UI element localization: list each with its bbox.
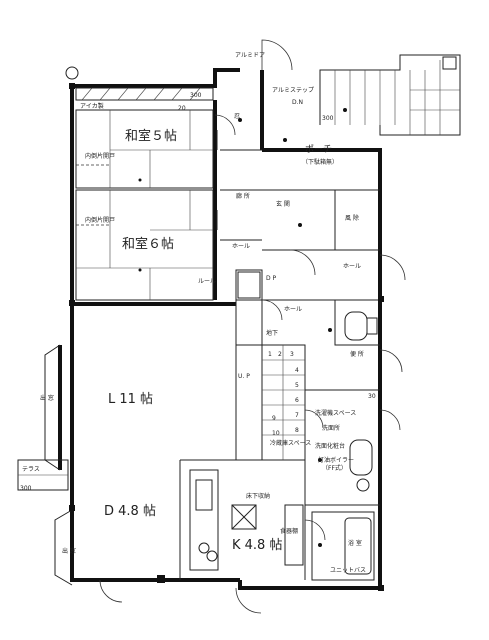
dim-300-top: 300 xyxy=(190,92,202,99)
label-terrace: テラス xyxy=(22,466,40,473)
stair-step: 4 xyxy=(295,367,299,374)
label-porch: ポーチ xyxy=(305,144,332,155)
label-underfloor: 床下収納 xyxy=(246,492,270,500)
bathroom xyxy=(311,439,375,581)
entry-stairs xyxy=(319,54,461,136)
label-porch-sub: （下駄箱無） xyxy=(302,158,338,166)
label-fridge: 冷蔵庫スペース xyxy=(270,439,311,447)
door-swings xyxy=(99,39,406,614)
stair-step: 7 xyxy=(295,412,299,419)
label-bath: 浴 室 xyxy=(348,539,362,547)
stair-step: 2 xyxy=(278,351,282,358)
label-boiler: 灯油ボイラー xyxy=(318,456,354,464)
label-hall-a: ホール xyxy=(232,243,250,250)
room-washitsu-6: 和室６帖 xyxy=(122,236,174,252)
label-closet-a: 内倒片開戸 xyxy=(85,152,115,160)
label-boiler-sub: （FF式） xyxy=(322,464,347,472)
label-closet-b: 内倒片開戸 xyxy=(85,216,115,224)
posts xyxy=(65,66,384,591)
label-toilet: 便 所 xyxy=(350,350,364,358)
label-window-a: 出 窓 xyxy=(40,394,54,402)
label-shinobi: 忍 xyxy=(234,113,240,120)
label-wash-room: 洗面所 xyxy=(322,424,340,432)
interior-stairs xyxy=(261,344,306,461)
label-ruler: ルール xyxy=(198,278,216,285)
outlet-marks xyxy=(138,108,347,547)
label-hall-b: ホール xyxy=(343,263,361,270)
label-washing-space: 洗濯機スペース xyxy=(315,409,356,417)
room-dining: D 4.8 帖 xyxy=(104,504,156,519)
label-pantry: 食器棚 xyxy=(280,527,298,535)
tatami-rooms xyxy=(75,87,214,301)
sliding-doors xyxy=(212,120,218,230)
stair-step: 8 xyxy=(295,427,299,434)
label-closet: 地下 xyxy=(266,329,278,337)
label-unit-bath: ユニットバス xyxy=(330,567,366,574)
dim-20: 20 xyxy=(178,105,186,112)
kitchen-fixtures xyxy=(189,469,304,571)
stair-step: 10 xyxy=(272,430,280,437)
room-kitchen: K 4.8 帖 xyxy=(232,538,282,553)
dim-aika: アイカ製 xyxy=(80,102,104,110)
dim-300-stair: 300 xyxy=(322,115,334,122)
stair-step: 3 xyxy=(290,351,294,358)
bay-windows xyxy=(17,344,73,586)
room-living: L 11 帖 xyxy=(108,392,153,407)
stair-step-numbers: 1 2 3 4 5 6 7 8 9 10 xyxy=(268,351,299,437)
dim-300-terrace: 300 xyxy=(20,485,32,492)
closet-box-inner xyxy=(237,271,261,299)
stair-step: 6 xyxy=(295,397,299,404)
label-hall-c: ホール xyxy=(284,306,302,313)
label-window-b: 出 窓 xyxy=(62,547,76,555)
stair-step: 1 xyxy=(268,351,272,358)
label-dp: D P xyxy=(266,275,277,282)
stair-step: 9 xyxy=(272,415,276,422)
dim-30: 30 xyxy=(368,393,376,400)
closet-box xyxy=(235,269,263,301)
label-roka: 廊 所 xyxy=(236,192,250,200)
toilet xyxy=(344,311,378,341)
label-aluminum-door: アルミドア xyxy=(235,52,265,59)
label-dn: D.N xyxy=(292,99,303,106)
label-vestibule: 風 除 xyxy=(345,214,359,222)
stair-step: 5 xyxy=(295,382,299,389)
label-vanity: 洗面化粧台 xyxy=(315,442,345,450)
label-aluminum-step: アルミステップ xyxy=(272,87,314,94)
room-washitsu-5: 和室５帖 xyxy=(125,128,177,144)
label-entrance: 玄 関 xyxy=(276,200,290,208)
label-stair-up: U. P xyxy=(238,373,250,380)
